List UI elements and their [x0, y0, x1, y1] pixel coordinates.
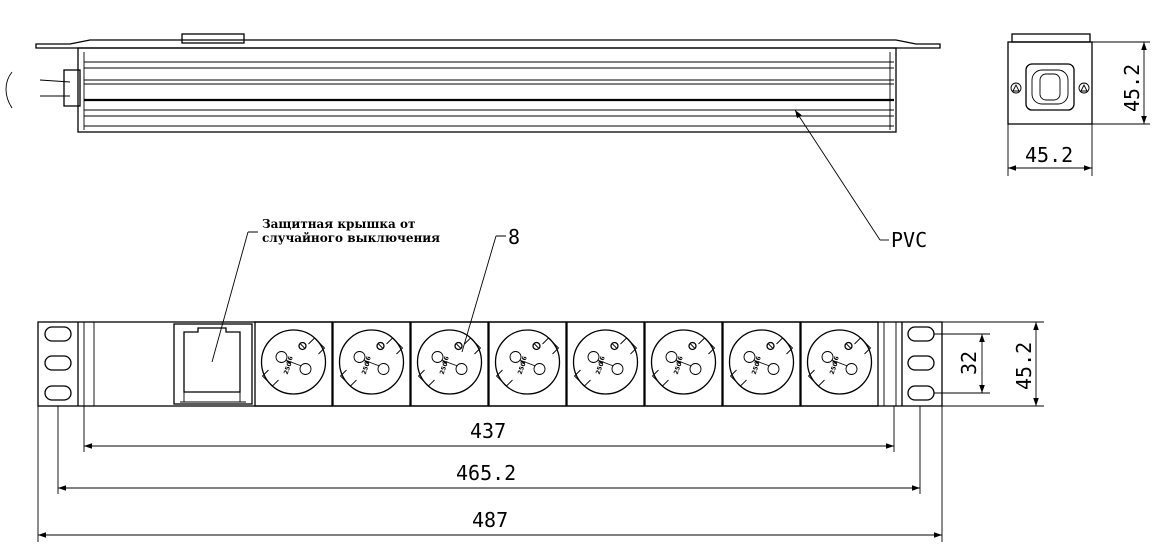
pvc-leader	[794, 109, 881, 241]
front-view: 1625016250162501625016250162501625016250…	[37, 217, 1044, 542]
socket-volt-label: 250	[595, 361, 606, 375]
mount-hole	[907, 355, 935, 371]
socket-volt-label: 250	[439, 361, 450, 375]
side-body	[1007, 41, 1093, 125]
mount-hole	[907, 326, 935, 342]
mount-hole	[44, 385, 72, 401]
mount-hole	[44, 355, 72, 371]
pvc-label: PVC	[891, 228, 927, 252]
socket-volt-label: 250	[829, 361, 840, 375]
socket-volt-label: 250	[673, 361, 684, 375]
top-clip	[181, 33, 245, 44]
socket-amp-label: 16	[519, 355, 528, 365]
power-cable	[5, 71, 71, 109]
mount-hole	[44, 326, 72, 342]
socket-amp-label: 16	[597, 355, 606, 365]
mount-hole	[907, 385, 935, 401]
socket-amp-label: 16	[441, 355, 450, 365]
note-leader	[211, 231, 258, 363]
note-line-1: Защитная крышка от	[262, 217, 415, 231]
right-mount-holes	[907, 326, 935, 401]
socket-amp-label: 16	[831, 355, 840, 365]
side-height-label: 45.2	[1120, 64, 1144, 112]
socket-amp-label: 16	[675, 355, 684, 365]
outlet-count-label: 8	[508, 225, 520, 249]
socket-amp-label: 16	[753, 355, 762, 365]
side-screw-right	[1078, 82, 1090, 94]
body-length-label: 437	[470, 419, 506, 443]
side-width-label: 45.2	[1025, 143, 1073, 167]
side-screw-left	[1010, 82, 1022, 94]
total-length-label: 487	[472, 508, 508, 532]
side-inlet	[1025, 63, 1075, 111]
left-mount-holes	[44, 326, 72, 401]
switch-cover-frame	[173, 323, 253, 405]
socket-volt-label: 250	[283, 361, 294, 375]
mounting-flange	[35, 39, 941, 49]
side-top-clip	[1011, 33, 1091, 43]
top-view: PVC	[5, 33, 941, 252]
outlet-count-leader	[461, 235, 506, 353]
cable-gland	[63, 69, 81, 107]
side-inlet-inner	[1031, 69, 1069, 105]
socket-amp-label: 16	[285, 355, 294, 365]
hole-spacing-label: 32	[957, 351, 981, 375]
note-line-2: случайного выключения	[262, 231, 440, 245]
mount-spacing-label: 465.2	[456, 461, 516, 485]
switch-cover-icon	[183, 327, 241, 393]
side-view: 45.2 45.2	[1007, 33, 1150, 176]
pvc-housing	[77, 47, 897, 133]
socket-volt-label: 250	[517, 361, 528, 375]
side-inlet-core	[1039, 73, 1061, 101]
socket-volt-label: 250	[361, 361, 372, 375]
socket-volt-label: 250	[751, 361, 762, 375]
housing-profile-lines	[83, 52, 894, 130]
socket-amp-label: 16	[363, 355, 372, 365]
front-height-label: 45.2	[1012, 342, 1036, 390]
